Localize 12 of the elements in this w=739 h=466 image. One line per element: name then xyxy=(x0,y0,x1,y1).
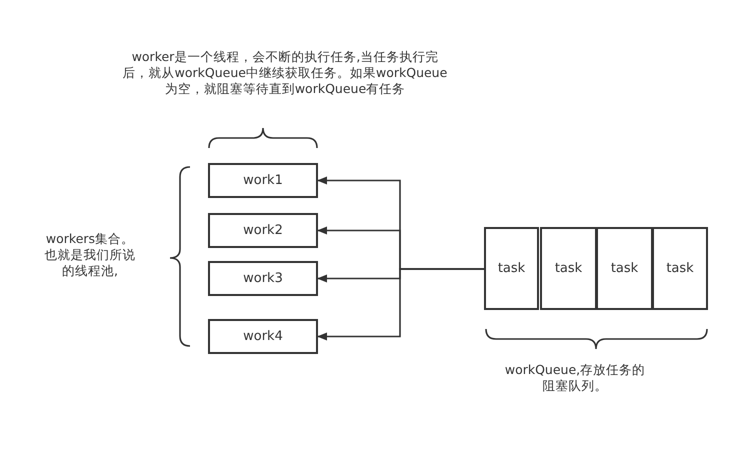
arrow xyxy=(317,268,484,340)
worker-box: work3 xyxy=(208,261,318,296)
worker-box: work4 xyxy=(208,319,318,354)
note-text: workers集合。也就是我们所说的线程池, xyxy=(44,231,136,279)
task-box: task xyxy=(540,227,597,310)
note-text: worker是一个线程，会不断的执行任务,当任务执行完后，就从workQueue中继续获取任务。如果workQueue为空，就阻塞等待直到workQueue有任务 xyxy=(122,49,448,97)
worker-box: work2 xyxy=(208,213,318,248)
worker-box: work1 xyxy=(208,163,318,198)
task-box: task xyxy=(652,227,708,310)
note-text: workQueue,存放任务的阻塞队列。 xyxy=(504,362,646,394)
task-box: task xyxy=(596,227,653,310)
task-box: task xyxy=(484,227,539,310)
